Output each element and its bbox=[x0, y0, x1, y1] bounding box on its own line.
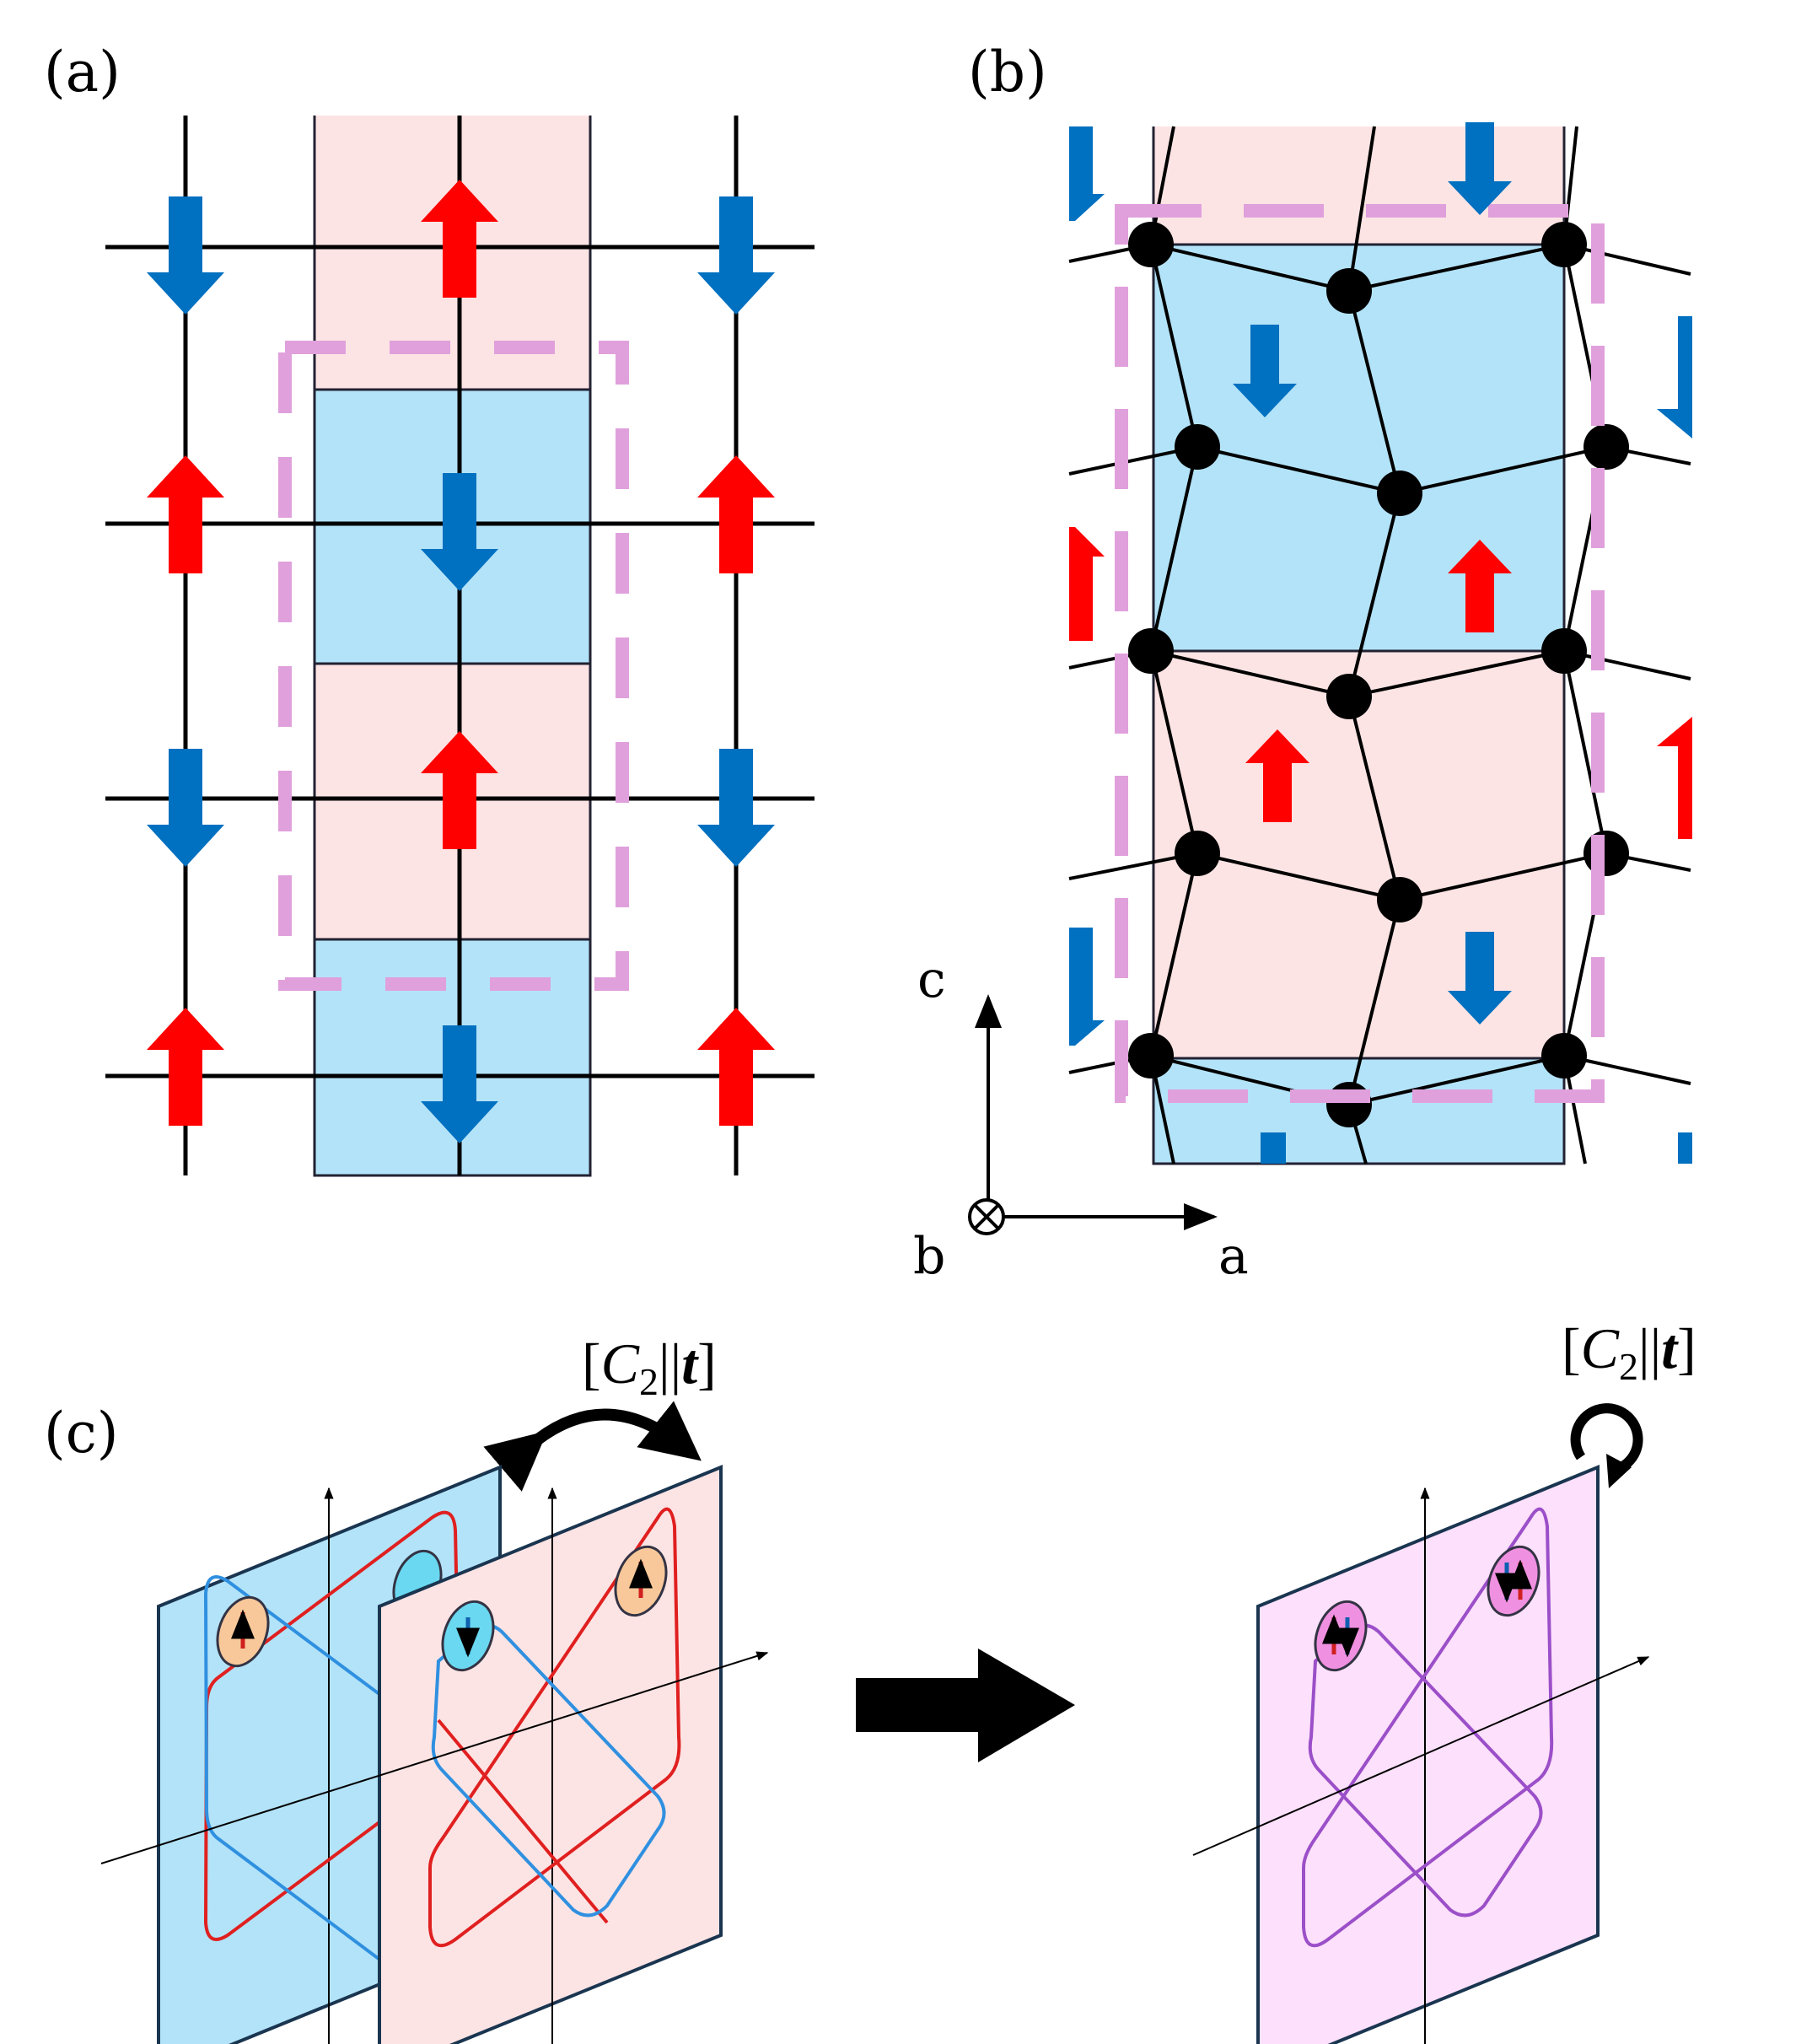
panel-a: (a) bbox=[44, 40, 815, 1177]
transform-arrow bbox=[856, 1649, 1075, 1762]
band-red-inner bbox=[437, 1719, 609, 1924]
atom bbox=[1377, 471, 1422, 516]
spin-down-arrow-partial bbox=[1261, 1132, 1286, 1164]
band-red bbox=[428, 1507, 681, 1948]
atom bbox=[1326, 674, 1372, 719]
kx-axis-left bbox=[100, 1651, 769, 1864]
atom bbox=[1583, 424, 1629, 470]
panel-c: (c) [C2||t] [C2||t] bbox=[44, 1316, 1696, 2044]
band-purple bbox=[1302, 1507, 1554, 1948]
kx-axis-right bbox=[1192, 1656, 1650, 1856]
spin-down-arrow bbox=[147, 749, 224, 867]
spin-up-arrow bbox=[697, 455, 775, 573]
axis-label-b: b bbox=[913, 1227, 945, 1286]
spin-up-arrow bbox=[147, 1008, 224, 1126]
atom bbox=[1541, 1033, 1587, 1078]
panel-b-label: (b) bbox=[968, 40, 1047, 105]
rotate-arrow-icon bbox=[1570, 1403, 1643, 1474]
spin-down-arrow-partial bbox=[1069, 928, 1093, 1020]
operation-label-right: [C2||t] bbox=[1562, 1316, 1696, 1388]
merged-spin-plane bbox=[1256, 1465, 1600, 2044]
pink-region-2-b bbox=[1152, 649, 1566, 1060]
axis-indicator: c a b bbox=[913, 950, 1249, 1286]
atom bbox=[1175, 831, 1220, 876]
spin-down-arrow bbox=[697, 196, 775, 315]
panel-c-label: (c) bbox=[44, 1401, 118, 1466]
spin-down-arrow bbox=[697, 749, 775, 867]
spin-up-arrow-partial bbox=[1678, 746, 1692, 839]
operation-label-left: [C2||t] bbox=[582, 1331, 717, 1403]
band-purple bbox=[1308, 1623, 1543, 1918]
atom bbox=[1128, 222, 1174, 267]
blue-region-1-b bbox=[1152, 243, 1566, 653]
atom bbox=[1326, 1082, 1372, 1127]
axis-label-a: a bbox=[1218, 1227, 1249, 1286]
atom bbox=[1175, 424, 1220, 470]
atom bbox=[1326, 268, 1372, 314]
spin-up-arrow bbox=[697, 1008, 775, 1126]
spin-down-arrow bbox=[147, 196, 224, 315]
atom bbox=[1541, 628, 1587, 674]
panel-b: (b) bbox=[913, 40, 1692, 1286]
atom bbox=[1128, 628, 1174, 674]
axis-label-c: c bbox=[917, 950, 946, 1009]
panel-a-label: (a) bbox=[44, 40, 121, 105]
spin-arrows-b bbox=[1069, 122, 1692, 1164]
atom bbox=[1377, 877, 1422, 922]
spin-down-arrow-partial bbox=[1678, 1132, 1692, 1164]
atom bbox=[1583, 831, 1629, 876]
spin-down-arrow-partial bbox=[1678, 316, 1692, 409]
atom bbox=[1541, 222, 1587, 267]
swap-arrow bbox=[483, 1401, 702, 1492]
spin-up-arrow bbox=[147, 455, 224, 573]
atom bbox=[1128, 1033, 1174, 1078]
pink-spin-plane bbox=[378, 1465, 723, 2044]
spin-up-arrow-partial bbox=[1069, 557, 1093, 641]
dashed-unit-cell-a bbox=[278, 341, 629, 991]
blue-region-bottom-b bbox=[1152, 1057, 1566, 1165]
spin-down-arrow-partial bbox=[1069, 126, 1093, 194]
dashed-unit-cell-b bbox=[1115, 204, 1605, 1103]
